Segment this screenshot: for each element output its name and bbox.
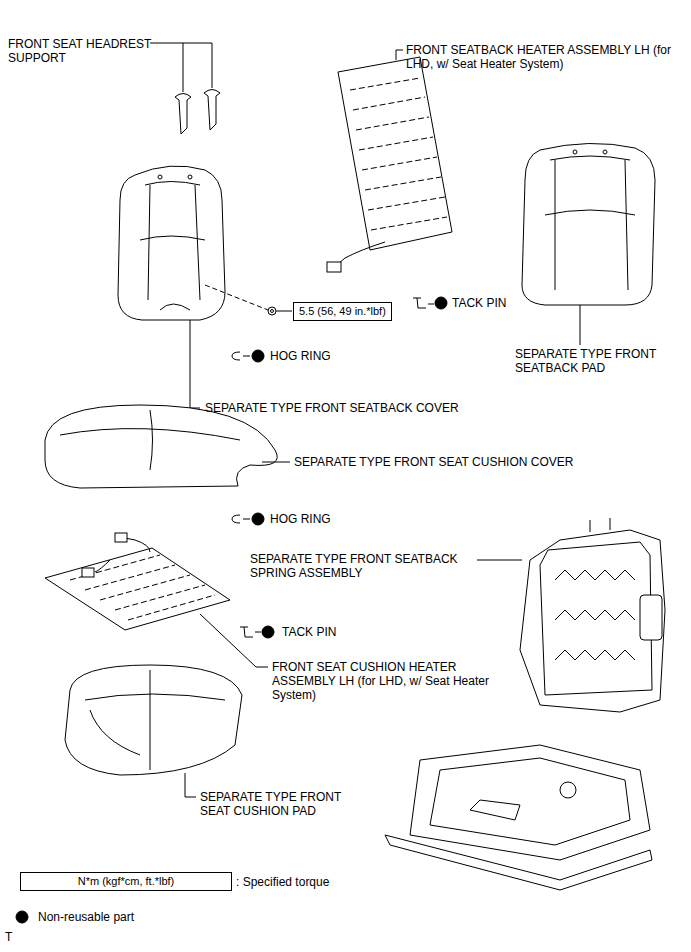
torque-spec-box: 5.5 (56, 49 in.*lbf) (293, 302, 392, 321)
part-name: HOG RING (270, 512, 370, 526)
torque-legend-box: N*m (kgf*cm, ft.*lbf) (20, 872, 232, 891)
part-name: SEPARATE TYPE FRONT SEAT CUSHION COVER (294, 455, 624, 469)
part-name: SEPARATE TYPE FRONT SEATBACK PAD (515, 347, 687, 375)
torque-value: 5.5 (56, 49 in.*lbf) (299, 305, 386, 318)
tack-pin-symbol (240, 626, 274, 638)
part-name: TACK PIN (282, 625, 382, 639)
part-name: SEPARATE TYPE FRONT SEAT CUSHION PAD (200, 790, 350, 818)
part-name: FRONT SEATBACK HEATER ASSEMBLY LH (for L… (406, 43, 688, 71)
non-reusable-mark (16, 911, 28, 923)
hog-ring-symbol (232, 513, 264, 525)
seat-cushion-cover (45, 405, 290, 488)
figure-code: T (5, 930, 25, 944)
seat-cushion-pad (65, 665, 242, 797)
seatback-heater (327, 50, 452, 272)
part-name: SEPARATE TYPE FRONT SEATBACK COVER (205, 401, 505, 415)
tack-pin-symbol (413, 297, 447, 309)
seatback-pad (522, 143, 655, 345)
part-name: FRONT SEAT HEADREST SUPPORT (8, 37, 158, 65)
seat-cushion-frame (385, 745, 652, 890)
legend-text: Non-reusable part (38, 910, 134, 924)
torque-value: N*m (kgf*cm, ft.*lbf) (26, 875, 226, 888)
hog-ring-symbol (232, 350, 264, 362)
seatback-cover (118, 166, 292, 408)
part-name: HOG RING (270, 349, 370, 363)
headrest-support (150, 43, 220, 134)
part-name: FRONT SEAT CUSHION HEATER ASSEMBLY LH (f… (272, 660, 492, 702)
part-name: SEPARATE TYPE FRONT SEATBACK SPRING ASSE… (250, 552, 472, 580)
seat-cushion-heater (45, 533, 268, 667)
part-name: TACK PIN (452, 296, 552, 310)
seatback-spring-frame (477, 518, 665, 712)
legend-text: : Specified torque (236, 875, 329, 889)
